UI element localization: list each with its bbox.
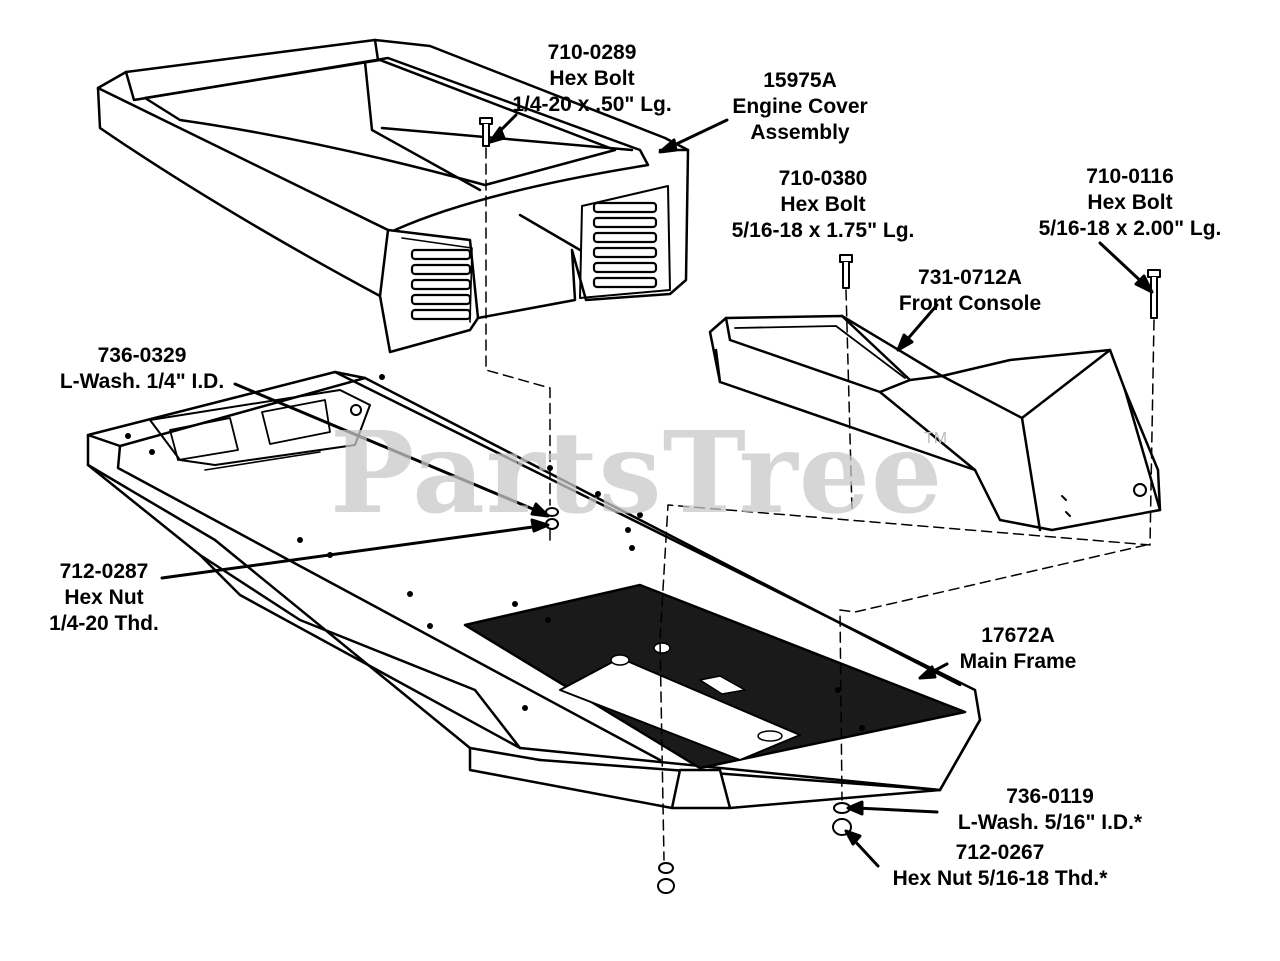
- part-spec: 1/4-20 Thd.: [49, 612, 159, 635]
- part-number: 15975A: [763, 69, 837, 92]
- part-name: Hex Bolt: [1087, 191, 1173, 214]
- part-name: Engine Cover: [732, 95, 868, 118]
- part-spec: Assembly: [750, 121, 850, 144]
- part-number: 17672A: [981, 624, 1055, 647]
- fasteners: [479, 117, 1161, 894]
- callout-712-0267: 712-0267 Hex Nut 5/16-18 Thd.*: [893, 840, 1108, 892]
- engine-cover-drawing: [96, 38, 690, 354]
- leader-arrows: [160, 113, 1154, 868]
- callout-710-0380: 710-0380 Hex Bolt 5/16-18 x 1.75" Lg.: [732, 166, 915, 244]
- front-console-drawing: [708, 314, 1162, 532]
- main-frame-drawing: [86, 370, 982, 810]
- part-number: 736-0119: [1006, 785, 1094, 808]
- part-name: Hex Nut 5/16-18 Thd.*: [892, 867, 1108, 890]
- part-name: Main Frame: [959, 650, 1077, 673]
- watermark-trademark: TM: [924, 430, 948, 447]
- part-spec: 5/16-18 x 2.00" Lg.: [1038, 217, 1222, 240]
- callout-731-0712a: 731-0712A Front Console: [899, 265, 1041, 317]
- callout-736-0119: 736-0119 L-Wash. 5/16" I.D.*: [958, 784, 1142, 836]
- callout-736-0329: 736-0329 L-Wash. 1/4" I.D.: [60, 343, 224, 395]
- callout-710-0289: 710-0289 Hex Bolt 1/4-20 x .50" Lg.: [512, 40, 671, 118]
- part-number: 710-0289: [547, 41, 637, 64]
- part-number: 736-0329: [97, 344, 187, 367]
- part-name: Hex Bolt: [549, 67, 635, 90]
- part-name: Hex Nut: [64, 586, 144, 609]
- part-name: L-Wash. 1/4" I.D.: [59, 370, 225, 393]
- part-number: 710-0380: [778, 167, 868, 190]
- part-spec: 1/4-20 x .50" Lg.: [512, 93, 672, 116]
- cover-grille-left: [410, 248, 472, 321]
- callout-710-0116: 710-0116 Hex Bolt 5/16-18 x 2.00" Lg.: [1039, 164, 1222, 242]
- part-number: 712-0287: [59, 560, 149, 583]
- cover-grille-right: [592, 201, 658, 289]
- floor-mat: [463, 583, 967, 770]
- callout-15975a: 15975A Engine Cover Assembly: [732, 68, 867, 146]
- part-name: Front Console: [898, 292, 1042, 315]
- part-number: 712-0267: [955, 841, 1045, 864]
- part-number: 731-0712A: [918, 266, 1022, 289]
- part-number: 710-0116: [1086, 165, 1174, 188]
- part-name: Hex Bolt: [780, 193, 866, 216]
- alignment-lines: [485, 147, 1155, 861]
- part-name: L-Wash. 5/16" I.D.*: [957, 811, 1143, 834]
- watermark-text: PartsTree: [330, 408, 944, 539]
- part-spec: 5/16-18 x 1.75" Lg.: [731, 219, 915, 242]
- callout-17672a: 17672A Main Frame: [960, 623, 1077, 675]
- callout-712-0287: 712-0287 Hex Nut 1/4-20 Thd.: [49, 559, 159, 637]
